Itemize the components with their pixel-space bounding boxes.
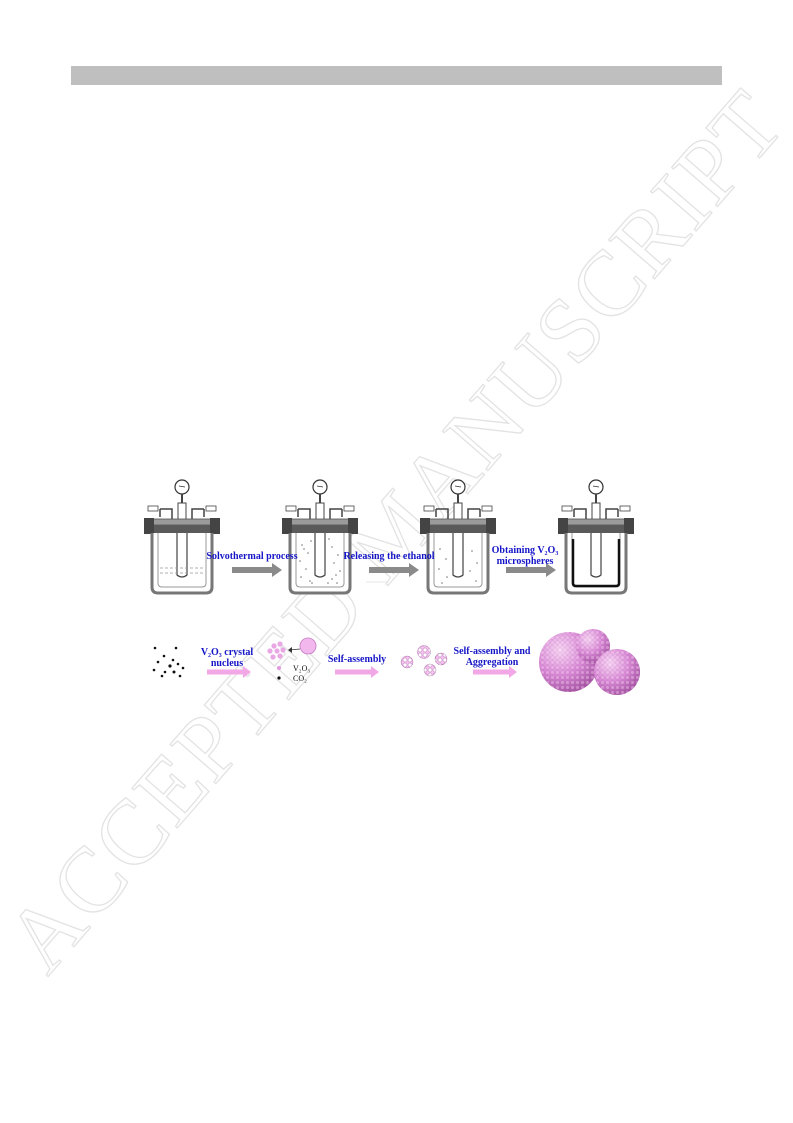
label-aggregation-line1: Self-assembly and [454, 646, 531, 657]
legend-v2o3: V₂O₃ [293, 664, 310, 673]
arrow-self-assembly: Self-assembly [328, 654, 386, 678]
autoclave-3 [418, 478, 498, 595]
autoclave-2 [280, 478, 360, 595]
single-nucleus [299, 637, 317, 655]
nucleus-cluster [267, 641, 286, 660]
arrow-crystal-nucleus: V₂O₃ crystal nucleus [201, 647, 254, 678]
header-bar [71, 66, 722, 85]
precursor-particles [152, 646, 185, 678]
autoclave-4 [556, 478, 636, 595]
label-obtaining-line2: microspheres [497, 556, 554, 567]
small-aggregates [400, 645, 448, 677]
autoclave-1 [142, 478, 222, 595]
label-self-assembly: Self-assembly [328, 654, 386, 665]
legend: V₂O₃ CO₂ [277, 664, 310, 683]
arrow-releasing-ethanol: Releasing the ethanol [343, 551, 435, 583]
microspheres [539, 629, 640, 695]
legend-co2: CO₂ [293, 674, 307, 683]
label-releasing-ethanol: Releasing the ethanol [343, 551, 434, 562]
label-nucleus-line2: nucleus [211, 658, 243, 669]
arrow-aggregation: Self-assembly and Aggregation [454, 646, 531, 678]
label-nucleus-line1: V₂O₃ crystal [201, 647, 254, 658]
arrow-obtaining-microspheres: Obtaining V₂O₃ microspheres [492, 545, 559, 577]
arrow-solvothermal: Solvothermal process [206, 551, 298, 577]
label-aggregation-line2: Aggregation [466, 657, 519, 668]
label-obtaining-line1: Obtaining V₂O₃ [492, 545, 559, 556]
label-solvothermal: Solvothermal process [206, 551, 297, 562]
